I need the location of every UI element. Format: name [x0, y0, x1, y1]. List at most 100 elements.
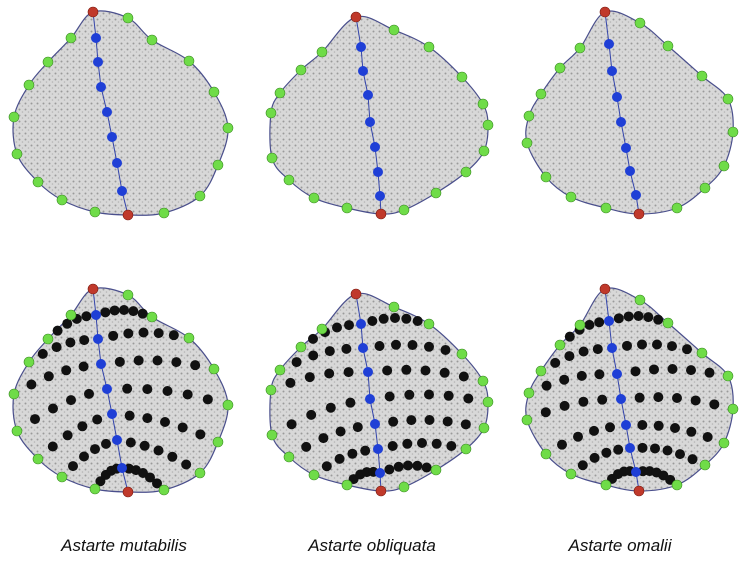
- outline-landmark-dot: [8, 388, 20, 400]
- semilandmark-dot: [406, 415, 417, 426]
- semilandmark-dot: [318, 433, 329, 444]
- outline-landmark-dot: [398, 204, 410, 216]
- outline-landmark-dot: [554, 339, 566, 351]
- midline-landmark-dot: [96, 82, 106, 92]
- semilandmark-dot: [62, 318, 73, 329]
- outline-landmark-dot: [662, 40, 674, 52]
- outline-landmark-dot: [23, 79, 35, 91]
- semilandmark-dot: [431, 438, 442, 449]
- semilandmark-dot: [124, 410, 135, 421]
- outline-landmark-dot: [65, 32, 77, 44]
- semilandmark-dot: [324, 346, 335, 357]
- midline-landmark-dot: [631, 190, 641, 200]
- midline-landmark-dot: [102, 107, 112, 117]
- midline-landmark-dot: [375, 468, 385, 478]
- outline-landmark-dot: [727, 126, 739, 138]
- semilandmark-dot: [424, 389, 434, 400]
- semilandmark-dot: [48, 403, 58, 414]
- semilandmark-dot: [541, 380, 552, 391]
- semilandmark-dot: [52, 325, 63, 336]
- semilandmark-dot: [47, 441, 58, 452]
- outline-landmark-dot: [718, 160, 730, 172]
- midline-landmark-dot: [375, 191, 385, 201]
- semilandmark-dot: [335, 426, 346, 437]
- outline-landmark-dot: [56, 471, 68, 483]
- semilandmark-dot: [114, 356, 125, 367]
- semilandmark-dot: [652, 339, 662, 350]
- outline-landmark-dot: [535, 88, 547, 100]
- semilandmark-dot: [30, 414, 40, 425]
- midline-landmark-dot: [117, 186, 127, 196]
- midline-landmark-dot: [107, 132, 117, 142]
- endpoint-landmark-dot: [375, 485, 387, 497]
- midline-landmark-dot: [625, 443, 635, 453]
- semilandmark-dot: [670, 423, 680, 433]
- semilandmark-dot: [417, 438, 427, 448]
- semilandmark-dot: [152, 355, 163, 366]
- outline-landmark-dot: [460, 166, 472, 178]
- semilandmark-dot: [79, 451, 89, 462]
- shell-3-row-1: [521, 6, 739, 220]
- semilandmark-dot: [637, 420, 648, 430]
- semilandmark-dot: [605, 422, 615, 433]
- midline-landmark-dot: [370, 419, 380, 429]
- semilandmark-dot: [343, 367, 354, 378]
- caption-astarte-omalii: Astarte omalii: [568, 536, 672, 555]
- semilandmark-dot: [78, 361, 89, 372]
- outline-landmark-dot: [158, 484, 170, 496]
- semilandmark-dot: [133, 355, 144, 366]
- semilandmark-dot: [190, 360, 201, 371]
- outline-landmark-dot: [430, 464, 442, 476]
- midline-landmark-dot: [107, 409, 117, 419]
- outline-landmark-dot: [122, 289, 134, 301]
- semilandmark-dot: [686, 365, 696, 376]
- semilandmark-dot: [79, 335, 90, 346]
- midline-landmark-dot: [604, 316, 614, 326]
- midline-landmark-dot: [358, 343, 368, 353]
- semilandmark-dot: [564, 331, 575, 342]
- midline-landmark-dot: [112, 158, 122, 168]
- outline-landmark-dot: [266, 152, 278, 164]
- semilandmark-dot: [347, 448, 358, 459]
- midline-landmark-dot: [631, 467, 641, 477]
- semilandmark-dot: [622, 340, 632, 351]
- semilandmark-dot: [109, 305, 120, 316]
- semilandmark-dot: [650, 443, 660, 454]
- outline-landmark-dot: [222, 122, 234, 134]
- semilandmark-dot: [637, 339, 647, 350]
- semilandmark-dot: [637, 442, 648, 453]
- semilandmark-dot: [101, 438, 111, 449]
- semilandmark-dot: [576, 370, 587, 381]
- semilandmark-dot: [613, 444, 624, 455]
- semilandmark-dot: [306, 409, 317, 420]
- semilandmark-dot: [675, 449, 685, 460]
- outline-landmark-dot: [430, 187, 442, 199]
- outline-landmark-dot: [295, 341, 307, 353]
- semilandmark-dot: [594, 317, 605, 328]
- outline-landmark-dot: [308, 192, 320, 204]
- outline-landmark-dot: [341, 479, 353, 491]
- semilandmark-dot: [439, 367, 450, 378]
- endpoint-landmark-dot: [122, 486, 134, 498]
- semilandmark-dot: [182, 389, 193, 400]
- midline-landmark-dot: [604, 39, 614, 49]
- outline-landmark-dot: [266, 429, 278, 441]
- semilandmark-dot: [667, 364, 678, 374]
- semilandmark-dot: [43, 371, 54, 382]
- semilandmark-dot: [291, 357, 302, 368]
- semilandmark-dot: [181, 459, 192, 470]
- semilandmark-dot: [352, 422, 363, 433]
- caption-astarte-mutabilis: Astarte mutabilis: [61, 536, 187, 555]
- outline-landmark-dot: [574, 42, 586, 54]
- outline-landmark-dot: [600, 479, 612, 491]
- outline-landmark-dot: [423, 318, 435, 330]
- semilandmark-dot: [77, 421, 88, 432]
- semilandmark-dot: [702, 432, 713, 442]
- semilandmark-dot: [388, 416, 399, 427]
- midline-landmark-dot: [93, 57, 103, 67]
- midline-landmark-dot: [621, 420, 631, 430]
- outline-landmark-dot: [212, 436, 224, 448]
- semilandmark-dot: [321, 461, 332, 472]
- outline-landmark-dot: [699, 459, 711, 471]
- semilandmark-dot: [412, 460, 423, 471]
